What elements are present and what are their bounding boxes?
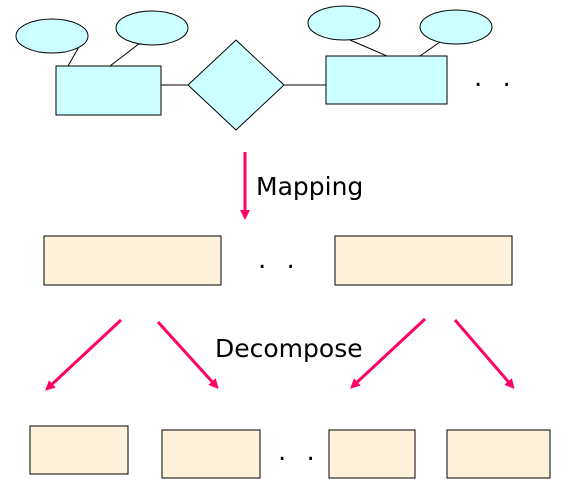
attribute-link bbox=[419, 41, 441, 57]
ellipsis: . . bbox=[258, 245, 301, 275]
attribute-ellipse bbox=[115, 10, 189, 46]
decompose-arrow bbox=[45, 318, 123, 391]
relation-box bbox=[43, 235, 222, 286]
entity-box bbox=[325, 55, 448, 105]
mapping-label: Mapping bbox=[256, 172, 363, 201]
ellipsis: . . bbox=[474, 63, 517, 93]
decomposed-relation-box bbox=[161, 429, 261, 479]
decomposed-relation-box bbox=[29, 425, 129, 475]
decomposed-relation-box bbox=[328, 429, 416, 479]
decompose-arrow bbox=[156, 320, 219, 389]
decompose-arrow bbox=[453, 319, 515, 390]
relation-box bbox=[334, 235, 513, 286]
decompose-arrow bbox=[350, 317, 427, 389]
attribute-ellipse bbox=[419, 9, 493, 45]
attribute-link bbox=[67, 44, 81, 67]
attribute-ellipse bbox=[307, 5, 381, 41]
entity-box bbox=[55, 65, 162, 116]
ellipsis: . . bbox=[278, 437, 321, 467]
attribute-link bbox=[109, 42, 141, 67]
relationship-diamond bbox=[187, 39, 285, 131]
attribute-ellipse bbox=[15, 18, 89, 54]
attribute-link bbox=[349, 39, 388, 57]
decompose-label: Decompose bbox=[215, 334, 363, 363]
decomposed-relation-box bbox=[446, 429, 551, 479]
